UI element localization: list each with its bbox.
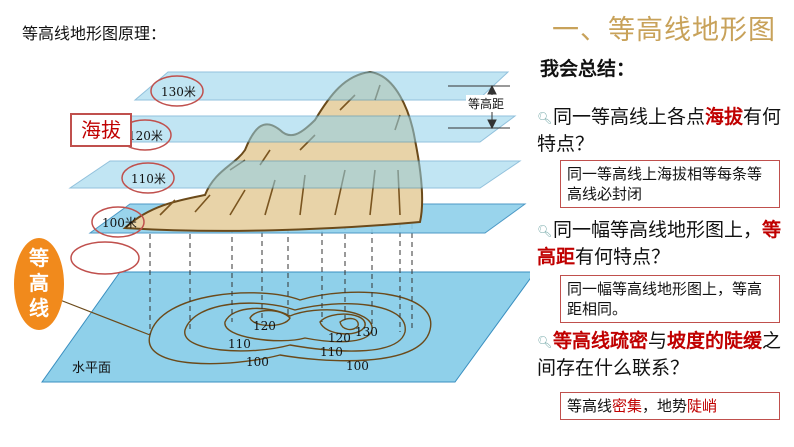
base-plane-label: 水平面 (72, 361, 111, 376)
plane-label: 110米 (131, 172, 166, 186)
haiba-label: 海拔 (70, 113, 132, 147)
question-1: 🔍︎同一等高线上各点海拔有何特点？ (537, 106, 782, 155)
contour-badge-text: 等高线 (29, 246, 49, 320)
answer-2: 同一幅等高线地形图上，等高距相同。 (560, 275, 780, 323)
contour-value: 110 (228, 337, 251, 351)
base-plane (41, 271, 530, 383)
question-3: 🔍︎等高线疏密与坡度的陡缓之间存在什么联系？ (537, 330, 782, 379)
contour-value: 110 (320, 345, 343, 359)
summary-label: 我会总结： (540, 58, 636, 80)
interval-label: 等高距 (468, 96, 504, 111)
left-title: 等高线地形图原理： (22, 24, 167, 43)
contour-badge: 等高线 (14, 238, 64, 330)
plane-label: 100米 (102, 216, 137, 230)
magnifier-icon: 🔍︎ (537, 110, 553, 125)
contour-value: 100 (346, 359, 369, 373)
plane-labels: 130米 120米 110米 100米 (91, 75, 204, 238)
magnifier-icon: 🔍︎ (537, 223, 553, 238)
contour-value: 100 (246, 355, 269, 369)
contour-value: 120 (328, 331, 351, 345)
contour-value: 130 (355, 325, 378, 339)
answer-3: 等高线密集，地势陡峭 (560, 392, 780, 420)
badge-pointer (59, 299, 151, 336)
slide-title: 一、等高线地形图 (552, 15, 776, 46)
contour-value: 120 (253, 319, 276, 333)
magnifier-icon: 🔍︎ (537, 334, 553, 349)
answer-1: 同一等高线上海拔相等每条等高线必封闭 (560, 160, 780, 208)
contour-diagram: 120 130 120 110 110 100 100 水平面 等 (41, 70, 530, 383)
question-2: 🔍︎同一幅等高线地形图上，等高距有何特点？ (537, 219, 782, 268)
plane-label: 130米 (161, 85, 196, 99)
plane-label: 120米 (128, 129, 163, 143)
plane-110 (68, 160, 522, 189)
